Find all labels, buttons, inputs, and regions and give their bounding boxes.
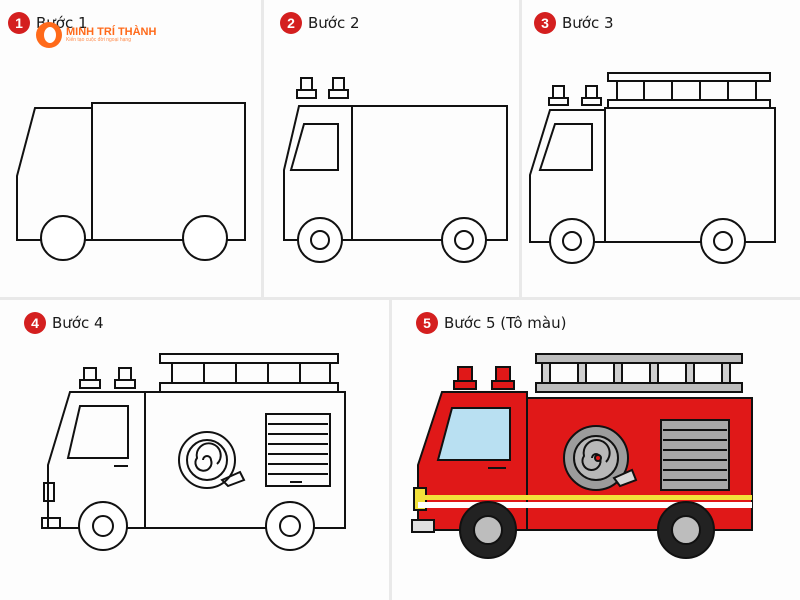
step-5-drawing [411, 353, 753, 559]
step-number-badge: 2 [280, 12, 302, 34]
step-1-drawing [16, 102, 246, 261]
step-5-header: 5 Bước 5 (Tô màu) [416, 312, 566, 334]
step-number-badge: 1 [8, 12, 30, 34]
logo-icon [36, 22, 62, 48]
brand-logo: MINH TRÍ THÀNH Kiến tạo cuộc đời ngoại h… [36, 22, 156, 48]
step-2-panel: 2 Bước 2 [264, 0, 519, 297]
step-number-badge: 3 [534, 12, 556, 34]
step-label: Bước 3 [562, 14, 614, 32]
step-label: Bước 5 (Tô màu) [444, 314, 567, 332]
step-3-drawing [529, 72, 776, 264]
step-3-header: 3 Bước 3 [534, 12, 614, 34]
logo-tagline: Kiến tạo cuộc đời ngoại hạng [66, 37, 131, 44]
step-label: Bước 4 [52, 314, 104, 332]
step-2-drawing [283, 77, 508, 263]
logo-name: MINH TRÍ THÀNH [66, 25, 157, 38]
step-3-panel: 3 Bước 3 [522, 0, 800, 297]
step-4-header: 4 Bước 4 [24, 312, 104, 334]
step-5-panel: 5 Bước 5 (Tô màu) [392, 300, 800, 600]
step-1-panel: 1 Bước 1 MINH TRÍ THÀNH Kiến tạo cuộc đờ… [0, 0, 261, 297]
step-number-badge: 4 [24, 312, 46, 334]
step-label: Bước 2 [308, 14, 360, 32]
step-2-header: 2 Bước 2 [280, 12, 360, 34]
step-number-badge: 5 [416, 312, 438, 334]
step-4-drawing [41, 353, 346, 551]
step-4-panel: 4 Bước 4 [0, 300, 389, 600]
